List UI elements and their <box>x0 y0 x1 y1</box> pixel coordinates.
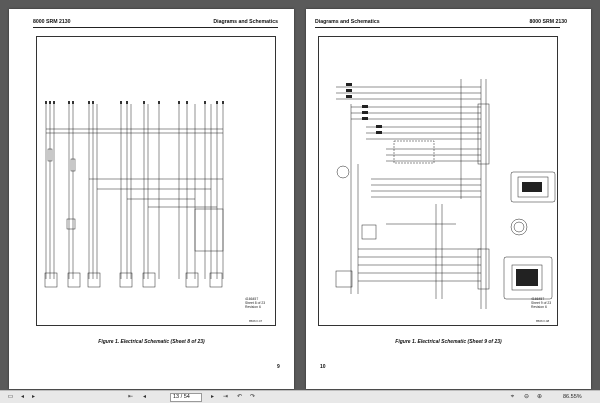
header-rule <box>33 27 278 28</box>
pdf-page-right: Diagrams and Schematics 8000 SRM 2130 <box>306 9 591 389</box>
header-left: 8000 SRM 2130 <box>33 19 71 25</box>
page-number: 10 <box>320 364 326 370</box>
zoom-out-icon[interactable]: ⊖ <box>523 394 530 400</box>
redo-icon[interactable]: ↷ <box>249 394 256 400</box>
pdf-page-left: 8000 SRM 2130 Diagrams and Schematics <box>9 9 294 389</box>
page-view-icon[interactable]: ▭ <box>7 394 14 400</box>
electrical-schematic-sheet-9 <box>335 79 556 309</box>
drawing-code: 8506 F.47 <box>249 319 263 323</box>
zoom-level[interactable]: 86.55% <box>563 394 582 400</box>
electrical-schematic-sheet-8 <box>44 101 224 288</box>
arrow-right-icon[interactable]: ▸ <box>31 394 35 400</box>
header-right: 8000 SRM 2130 <box>529 19 568 25</box>
next-page-icon[interactable]: ▸ <box>210 394 214 400</box>
figure-caption: Figure 1. Electrical Schematic (Sheet 8 … <box>98 339 205 345</box>
figure-caption: Figure 1. Electrical Schematic (Sheet 9 … <box>395 339 502 345</box>
schematic-frame <box>318 36 558 326</box>
page-number-input[interactable]: 13 / 54 <box>170 392 202 402</box>
cursor-icon[interactable]: ⌖ <box>510 394 515 400</box>
header-rule <box>315 27 560 28</box>
page-number: 9 <box>277 364 280 370</box>
last-page-icon[interactable]: ⇥ <box>222 394 229 400</box>
arrow-left-icon[interactable]: ◂ <box>20 394 24 400</box>
drawing-code: 8506 F.48 <box>536 319 550 323</box>
schematic-frame <box>36 36 276 326</box>
previous-page-icon[interactable]: ◂ <box>142 394 146 400</box>
undo-icon[interactable]: ↶ <box>236 394 243 400</box>
first-page-icon[interactable]: ⇤ <box>127 394 134 400</box>
zoom-in-icon[interactable]: ⊕ <box>536 394 543 400</box>
header-right: Diagrams and Schematics <box>213 19 278 25</box>
document-viewer[interactable]: 8000 SRM 2130 Diagrams and Schematics <box>0 0 600 390</box>
header-left: Diagrams and Schematics <box>315 19 380 25</box>
status-bar: ▭ ◂ ▸ ⇤ ◂ 13 / 54 ▸ ⇥ ↶ ↷ ⌖ ⊖ ⊕ 86.55% <box>0 390 600 403</box>
